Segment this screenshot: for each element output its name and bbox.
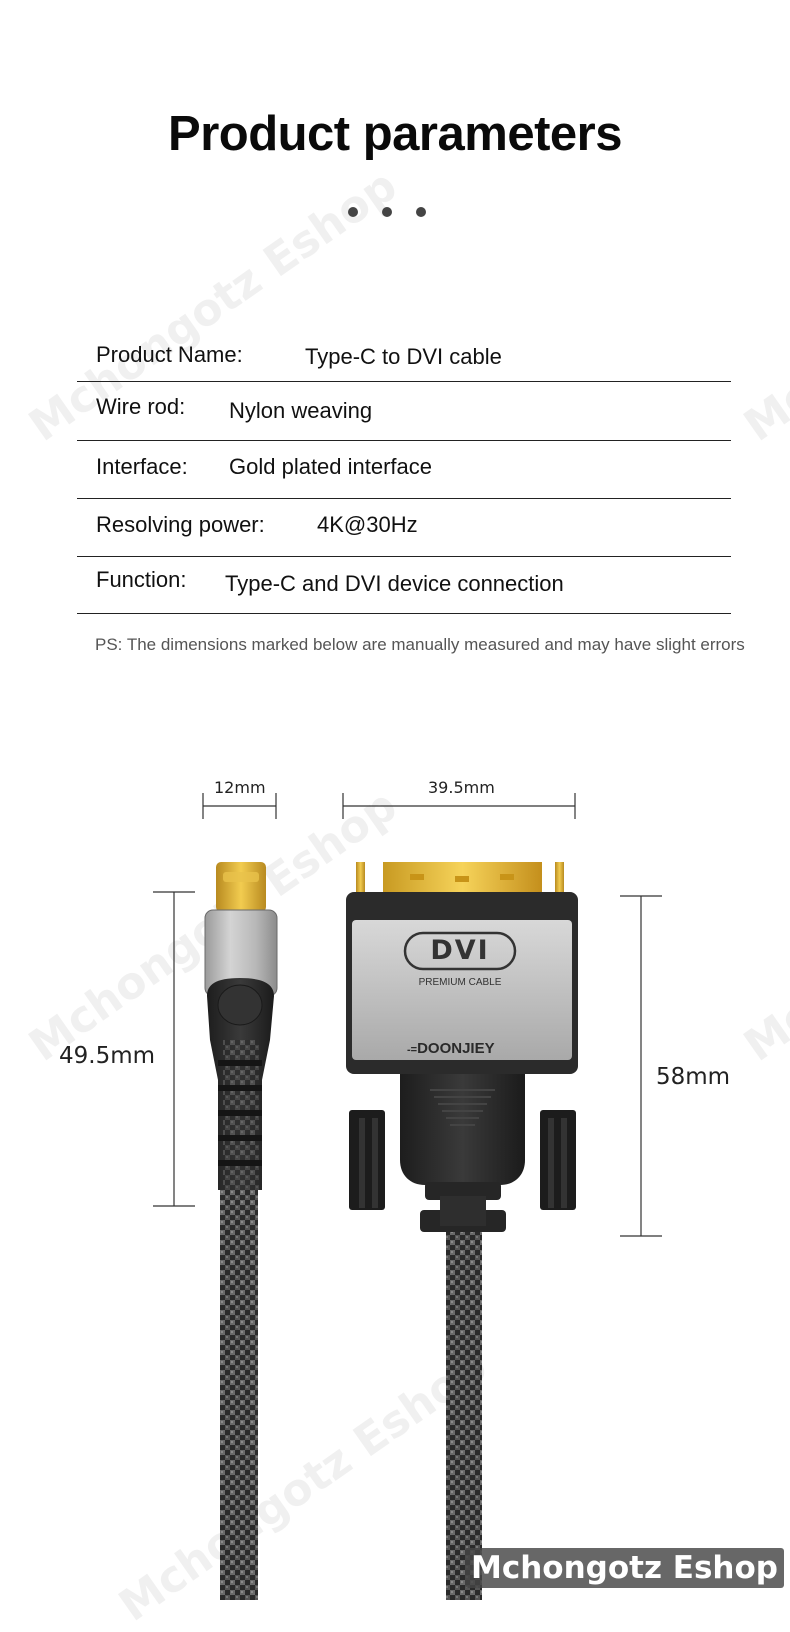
dvi-subtitle-text: PREMIUM CABLE: [418, 977, 502, 988]
param-label-resolving-power: Resolving power:: [96, 512, 265, 537]
cable-diagram: [153, 793, 662, 1600]
brand-logo-mark: -=: [407, 1044, 418, 1056]
page-title: Product parameters: [168, 107, 622, 161]
dimension-dvi-length: 58mm: [656, 1064, 731, 1090]
decor-dot: [382, 207, 392, 217]
param-value-wire-rod: Nylon weaving: [229, 398, 373, 423]
dimension-lines: [153, 793, 662, 1237]
param-label-wire-rod: Wire rod:: [96, 394, 186, 419]
row-divider: [77, 556, 731, 557]
typec-connector: [204, 862, 278, 1600]
row-divider: [77, 498, 731, 499]
dvi-connector: [346, 862, 578, 1600]
row-divider: [77, 440, 731, 441]
param-label-interface: Interface:: [96, 454, 188, 479]
param-value-product-name: Type-C to DVI cable: [305, 344, 502, 369]
brand-name: DOONJIEY: [417, 1040, 495, 1057]
dvi-badge-text: DVI: [430, 935, 490, 966]
param-value-resolving-power: 4K@30Hz: [317, 512, 418, 537]
dimension-typec-width: 12mm: [214, 778, 266, 797]
dimension-typec-length: 49.5mm: [59, 1043, 156, 1069]
param-value-function: Type-C and DVI device connection: [225, 571, 564, 596]
measurement-note: PS: The dimensions marked below are manu…: [95, 635, 745, 654]
decor-dot: [348, 207, 358, 217]
dimension-dvi-width: 39.5mm: [428, 778, 495, 797]
shop-watermark-badge: Mchongotz Eshop: [465, 1548, 784, 1588]
brand-logo: -=DOONJIEY: [407, 1040, 495, 1058]
row-divider: [77, 381, 731, 382]
param-label-product-name: Product Name:: [96, 342, 243, 367]
param-label-function: Function:: [96, 567, 187, 592]
row-divider: [77, 613, 731, 614]
watermark-text: Mchongotz Eshop: [735, 160, 790, 452]
decor-dot: [416, 207, 426, 217]
param-value-interface: Gold plated interface: [229, 454, 433, 479]
